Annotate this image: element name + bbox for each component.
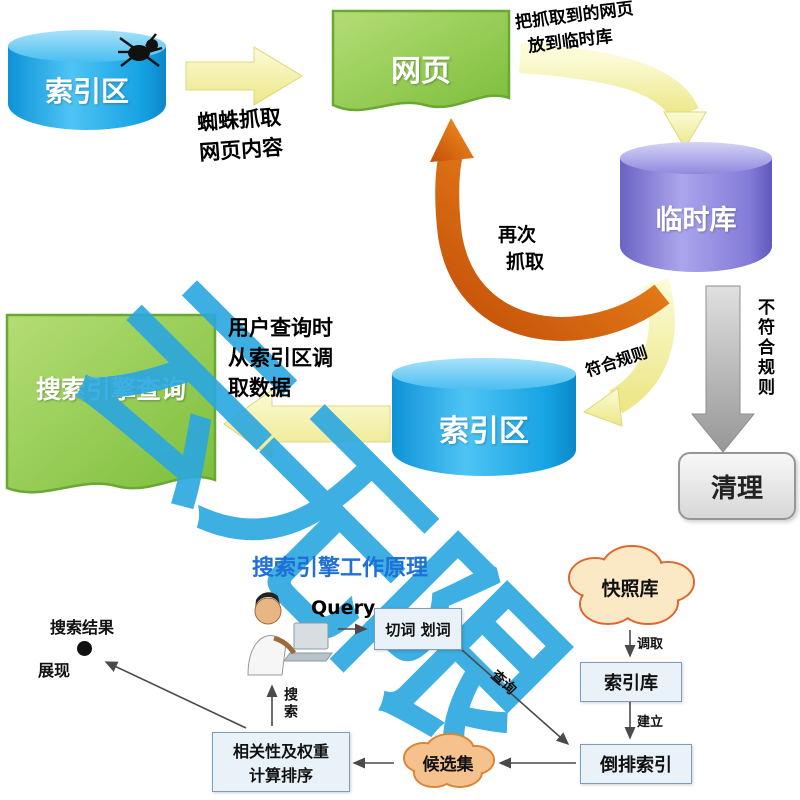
note-query: 用户查询时 从索引区调 取数据 (228, 312, 333, 402)
temp-db-label: 临时库 (655, 205, 737, 236)
arrow-store-head (663, 111, 707, 149)
arrow-segment-to-inverted (461, 649, 570, 746)
arrow-query-flow (223, 389, 391, 459)
note-recrawl-line2: 抓取 (506, 251, 545, 273)
rule-mismatch-label: 不符合规则 (754, 298, 774, 398)
ranking-line1: 相关性及权重 (232, 742, 329, 761)
inverted-index-label: 倒排索引 (600, 755, 672, 776)
query-label: Query (311, 597, 376, 619)
segment-box-label: 切词 划词 (385, 620, 451, 639)
cleanup-box: 清理 (678, 452, 796, 520)
webpage-shape: 网页 (330, 8, 512, 128)
arrow-recrawl-head (430, 118, 474, 162)
cylinder-top (620, 142, 772, 174)
spider-icon (118, 33, 163, 67)
page-outline (331, 9, 511, 112)
candidate-cloud: 候选集 (398, 728, 498, 792)
cylinder-body (620, 158, 772, 272)
ranking-box: 相关性及权重 计算排序 (212, 732, 350, 792)
fetch-flow-label: 调取 (637, 637, 664, 652)
note-query-line2: 从索引区调 (228, 346, 333, 370)
result-dot (77, 641, 92, 656)
arrow-match-head (582, 387, 623, 427)
cylinder-top (392, 358, 576, 390)
note-recrawl-line1: 再次 (498, 224, 537, 246)
inverted-index-box: 倒排索引 (580, 744, 692, 784)
search-flow-label: 搜索 (282, 687, 298, 721)
index-store-label: 索引库 (604, 673, 658, 694)
arrow-ranking-to-result (104, 661, 247, 729)
query-page-label: 搜索引擎查询 (35, 375, 186, 404)
note-query-line3: 取数据 (228, 376, 291, 400)
temp-db-cylinder: 临时库 (620, 142, 772, 272)
arrow-recrawl-curve (435, 146, 670, 341)
index-db-label: 索引区 (439, 414, 529, 449)
user-at-computer-icon (247, 592, 333, 676)
ranking-line2: 计算排序 (248, 766, 313, 785)
query-page-shape: 搜索引擎查询 (4, 312, 218, 514)
arrow-cleanup (690, 285, 756, 453)
cloud-shape (403, 733, 495, 788)
snapshot-cloud-label: 快照库 (601, 578, 659, 600)
arrow-crawl (185, 46, 303, 106)
cleanup-label: 清理 (710, 473, 763, 504)
result-line1: 搜索结果 (50, 618, 115, 637)
page-outline (5, 313, 217, 494)
arrow-store-curve (518, 43, 699, 122)
webpage-label: 网页 (391, 54, 451, 89)
index-store-box: 索引库 (580, 662, 682, 702)
result-line2: 展现 (38, 661, 71, 680)
candidate-cloud-label: 候选集 (422, 755, 474, 775)
note-query-line1: 用户查询时 (228, 316, 333, 340)
snapshot-cloud: 快照库 (560, 540, 700, 632)
cloud-shape (568, 545, 695, 625)
note-recrawl: 再次 抓取 (498, 220, 544, 274)
bottom-title: 搜索引擎工作原理 (252, 556, 429, 581)
build-flow-label: 建立 (637, 715, 664, 730)
index-db-cylinder-mid: 索引区 (392, 358, 576, 476)
segment-box: 切词 划词 (374, 608, 462, 650)
index-db-label: 索引区 (44, 75, 129, 108)
cylinder-body (392, 374, 576, 476)
